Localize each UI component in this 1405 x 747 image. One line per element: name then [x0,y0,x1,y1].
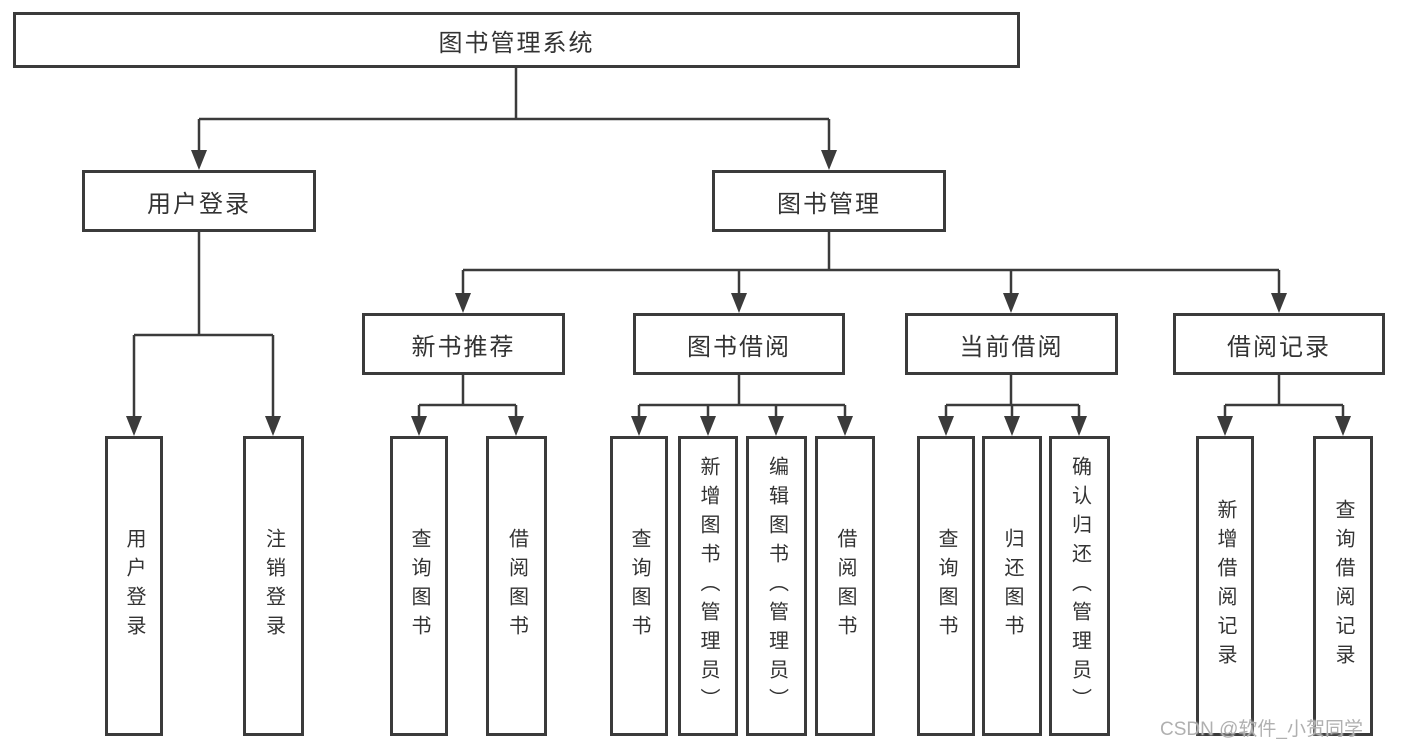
leaf-query-books-recommend-label: 查询图书 [408,528,430,644]
leaf-add-book-admin: 新增图书（管理员） [678,436,738,736]
leaf-query-books-recommend: 查询图书 [390,436,448,736]
node-user-login: 用户登录 [82,170,316,232]
node-book-borrow: 图书借阅 [633,313,845,375]
leaf-borrow-books: 借阅图书 [815,436,875,736]
leaf-user-login: 用户登录 [105,436,163,736]
connector-new-book-recommend [417,375,518,418]
leaf-query-borrow-record: 查询借阅记录 [1313,436,1373,736]
leaf-confirm-return-admin: 确认归还（管理员） [1049,436,1110,736]
leaf-query-books-current-label: 查询图书 [935,528,957,644]
leaf-confirm-return-admin-label: 确认归还（管理员） [1068,455,1091,717]
arrowheads-new-book-recommend [411,416,524,436]
leaf-query-books-borrow-label: 查询图书 [628,528,650,644]
arrowheads-book-borrow [631,416,853,436]
leaf-add-borrow-record: 新增借阅记录 [1196,436,1254,736]
leaf-return-books-label: 归还图书 [1001,528,1023,644]
leaf-logout-label: 注销登录 [262,528,285,644]
leaf-logout: 注销登录 [243,436,304,736]
leaf-return-books: 归还图书 [982,436,1042,736]
connector-user-login [132,232,275,418]
node-library-system: 图书管理系统 [13,12,1020,68]
leaf-borrow-books-label: 借阅图书 [834,528,856,644]
arrowheads-user-login [126,416,281,436]
leaf-edit-book-admin: 编辑图书（管理员） [746,436,807,736]
leaf-query-books-current: 查询图书 [917,436,975,736]
arrowheads-book-management [455,293,1287,313]
arrowheads-current-borrow [938,416,1087,436]
node-book-management: 图书管理 [712,170,946,232]
leaf-add-borrow-record-label: 新增借阅记录 [1214,499,1236,673]
leaf-borrow-books-recommend-label: 借阅图书 [505,528,528,644]
connector-book-borrow [637,375,847,418]
leaf-edit-book-admin-label: 编辑图书（管理员） [765,455,788,717]
node-new-book-recommend: 新书推荐 [362,313,565,375]
leaf-query-borrow-record-label: 查询借阅记录 [1332,499,1354,673]
connector-book-management [461,232,1281,295]
watermark: CSDN @软件_小贺同学 [1160,719,1363,740]
connector-root [197,68,831,152]
leaf-query-books-borrow: 查询图书 [610,436,668,736]
connector-borrow-records [1223,375,1345,418]
leaf-add-book-admin-label: 新增图书（管理员） [697,455,719,717]
arrowheads-borrow-records [1217,416,1351,436]
leaf-borrow-books-recommend: 借阅图书 [486,436,547,736]
node-current-borrow: 当前借阅 [905,313,1118,375]
arrowheads-root [191,150,837,170]
connector-current-borrow [944,375,1081,418]
leaf-user-login-label: 用户登录 [123,528,145,644]
node-borrow-records: 借阅记录 [1173,313,1385,375]
